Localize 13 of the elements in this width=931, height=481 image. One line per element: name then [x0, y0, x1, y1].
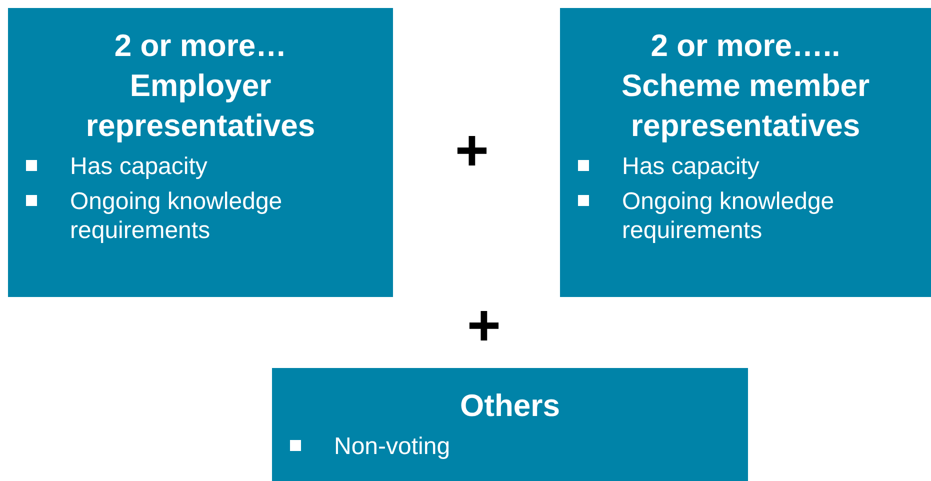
- bullet-text: Ongoing knowledge requirements: [622, 187, 836, 245]
- bullet-text: Has capacity: [70, 152, 208, 181]
- bullet-text: Has capacity: [622, 152, 760, 181]
- plus-sign: +: [467, 297, 501, 355]
- content-box: [8, 8, 393, 297]
- box-heading: Others: [459, 387, 561, 425]
- bullet-text: Non-voting: [334, 432, 452, 461]
- box-heading: 2 or more… Employer representatives: [84, 27, 316, 145]
- content-box: [560, 8, 931, 297]
- content-box: [272, 368, 748, 481]
- plus-sign: +: [455, 122, 489, 180]
- box-heading: 2 or more….. Scheme member representatives: [620, 27, 871, 145]
- bullet-text: Ongoing knowledge requirements: [70, 187, 284, 245]
